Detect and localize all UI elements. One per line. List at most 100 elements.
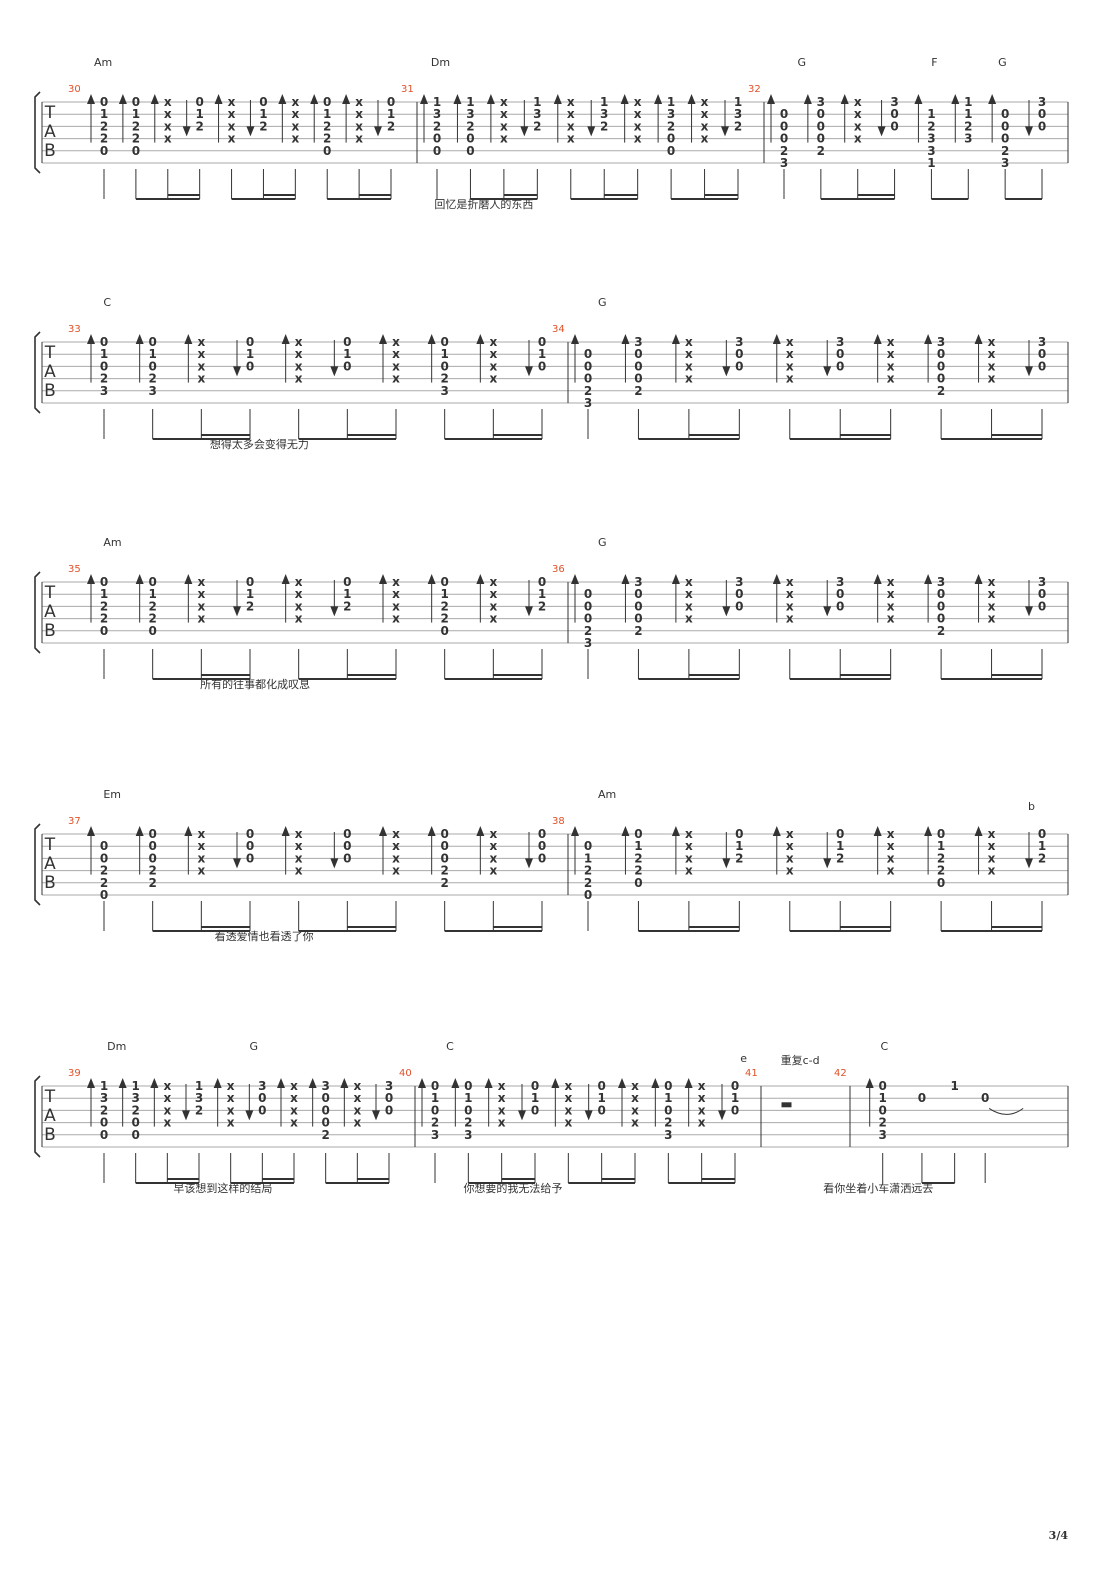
strum-up-arrow xyxy=(184,574,193,623)
tab-clef-letter: T xyxy=(44,1087,56,1107)
fret-number: 0 xyxy=(258,1103,266,1117)
fret-number: 2 xyxy=(634,624,642,638)
muted-string-mark: x xyxy=(887,864,895,878)
fret-number: 0 xyxy=(148,851,156,865)
muted-string-mark: x xyxy=(887,612,895,626)
fret-number: 0 xyxy=(1038,587,1046,601)
fret-number: 0 xyxy=(246,851,254,865)
fret-number: 0 xyxy=(246,839,254,853)
strum-down-arrow xyxy=(233,832,241,869)
fret-number: 2 xyxy=(100,864,108,878)
fret-number: 3 xyxy=(1038,575,1046,589)
muted-string-mark: x xyxy=(489,864,497,878)
muted-string-mark: x xyxy=(567,107,575,121)
muted-string-mark: x xyxy=(988,372,996,386)
strum-down-arrow xyxy=(246,100,255,137)
muted-string-mark: x xyxy=(295,851,303,865)
fret-number: 0 xyxy=(343,335,351,349)
fret-number: 0 xyxy=(780,119,788,133)
strum-down-arrow xyxy=(722,580,731,617)
fret-number: 2 xyxy=(817,144,825,158)
muted-string-mark: x xyxy=(489,347,497,361)
staff-bracket xyxy=(34,1075,41,1158)
fret-number: 2 xyxy=(323,119,331,133)
strum-down-arrow xyxy=(245,1084,254,1121)
muted-string-mark: x xyxy=(197,347,205,361)
muted-string-mark: x xyxy=(489,335,497,349)
fret-number: 1 xyxy=(964,95,972,109)
fret-number: 3 xyxy=(927,144,935,158)
muted-string-mark: x xyxy=(500,132,508,146)
fret-number: 0 xyxy=(634,599,642,613)
muted-string-mark: x xyxy=(988,864,996,878)
strum-up-arrow xyxy=(553,94,562,143)
muted-string-mark: x xyxy=(197,839,205,853)
strum-up-arrow xyxy=(342,94,351,143)
muted-string-mark: x xyxy=(392,347,400,361)
muted-string-mark: x xyxy=(163,1116,171,1130)
fret-number: 3 xyxy=(1001,156,1009,170)
fret-number: 0 xyxy=(634,827,642,841)
fret-number: 2 xyxy=(879,1116,887,1130)
muted-string-mark: x xyxy=(634,107,642,121)
fret-number: 0 xyxy=(634,372,642,386)
section-mark: b xyxy=(1028,800,1035,813)
lyric-line: 回忆是折磨人的东西 xyxy=(434,198,534,211)
fret-number: 2 xyxy=(100,372,108,386)
measure-number: 37 xyxy=(68,816,81,827)
fret-number: 1 xyxy=(100,107,108,121)
fret-number: 3 xyxy=(817,95,825,109)
fret-number: 3 xyxy=(634,575,642,589)
muted-string-mark: x xyxy=(854,119,862,133)
strum-up-arrow xyxy=(310,94,319,143)
muted-string-mark: x xyxy=(634,132,642,146)
fret-number: 2 xyxy=(927,119,935,133)
fret-number: 1 xyxy=(734,95,742,109)
strum-down-arrow xyxy=(233,580,241,617)
muted-string-mark: x xyxy=(887,839,895,853)
fret-number: 2 xyxy=(148,612,156,626)
fret-number: 1 xyxy=(464,1091,472,1105)
muted-string-mark: x xyxy=(489,612,497,626)
muted-string-mark: x xyxy=(564,1103,572,1117)
muted-string-mark: x xyxy=(988,851,996,865)
strum-down-arrow xyxy=(182,100,191,137)
fret-number: 0 xyxy=(385,1103,393,1117)
fret-number: 1 xyxy=(246,587,254,601)
strum-up-arrow xyxy=(618,1078,626,1127)
fret-number: 0 xyxy=(131,1128,139,1142)
fret-number: 0 xyxy=(531,1103,539,1117)
fret-number: 0 xyxy=(343,575,351,589)
strum-up-arrow xyxy=(772,574,781,623)
fret-number: 0 xyxy=(246,359,254,373)
fret-number: 3 xyxy=(836,575,844,589)
muted-string-mark: x xyxy=(887,575,895,589)
strum-up-arrow xyxy=(924,574,933,623)
fret-number: 0 xyxy=(148,575,156,589)
muted-string-mark: x xyxy=(228,132,236,146)
tab-clef-letter: T xyxy=(44,583,56,603)
muted-string-mark: x xyxy=(197,575,205,589)
fret-number: 3 xyxy=(879,1128,887,1142)
muted-string-mark: x xyxy=(698,1116,706,1130)
fret-number: 3 xyxy=(148,384,156,398)
muted-string-mark: x xyxy=(988,587,996,601)
fret-number: 0 xyxy=(538,359,546,373)
measure-number: 30 xyxy=(68,84,81,95)
muted-string-mark: x xyxy=(163,1091,171,1105)
fret-number: 2 xyxy=(148,372,156,386)
muted-string-mark: x xyxy=(197,587,205,601)
muted-string-mark: x xyxy=(228,95,236,109)
fret-number: 3 xyxy=(667,107,675,121)
fret-number: 0 xyxy=(321,1103,329,1117)
fret-number: 2 xyxy=(195,1103,203,1117)
lyric-line: 看你坐着小车潇洒远去 xyxy=(823,1182,934,1195)
fret-number: 3 xyxy=(440,384,448,398)
fret-number: 0 xyxy=(1038,359,1046,373)
fret-number: 1 xyxy=(387,107,395,121)
fret-number: 0 xyxy=(148,827,156,841)
fret-number: 1 xyxy=(836,839,844,853)
fret-number: 1 xyxy=(100,1079,108,1093)
fret-number: 0 xyxy=(321,1091,329,1105)
fret-number: 0 xyxy=(879,1079,887,1093)
